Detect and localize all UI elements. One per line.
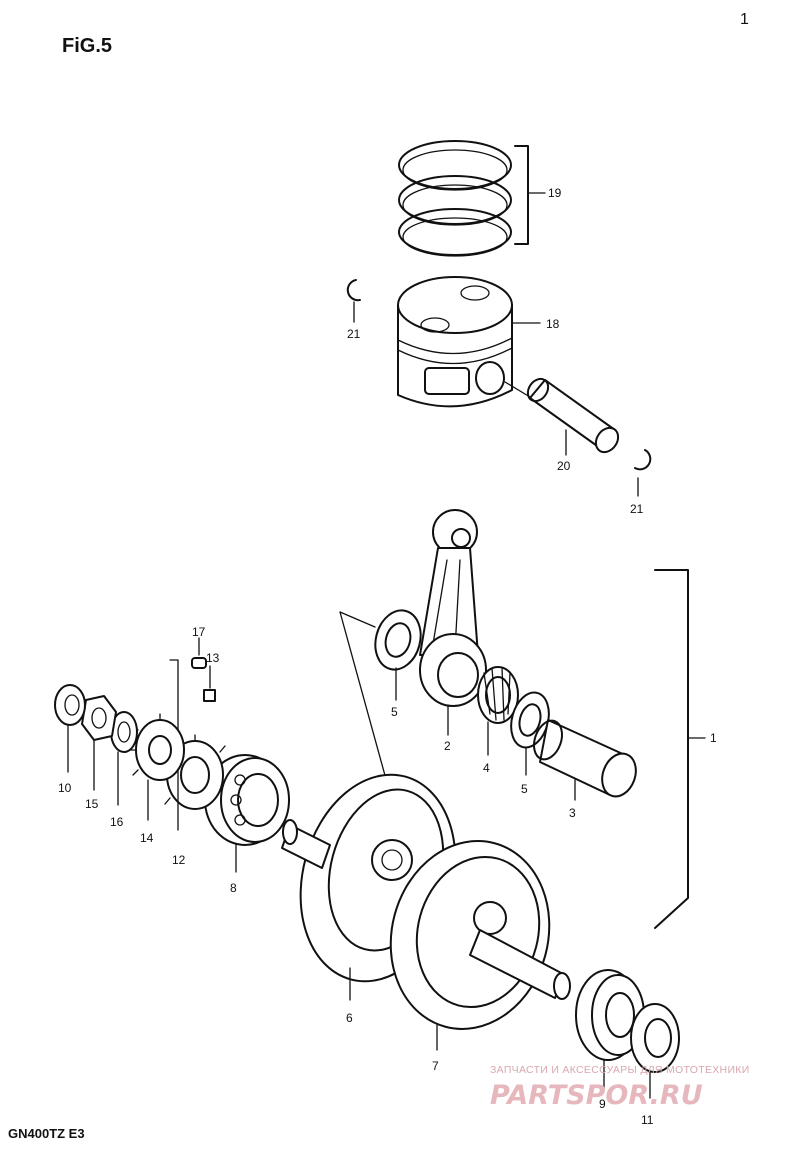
piston — [397, 276, 541, 408]
label-key: 13 — [206, 651, 220, 665]
crank-pin — [532, 719, 637, 801]
label-gear-large: 12 — [172, 853, 186, 867]
washer — [110, 711, 138, 806]
dowel-pin — [191, 637, 207, 669]
assembly-bracket — [654, 569, 706, 929]
oil-seal-right — [630, 1003, 680, 1099]
label-thrust-washer-upper: 5 — [391, 705, 398, 719]
label-oil-seal-left: 10 — [58, 781, 72, 795]
label-needle-bearing: 4 — [483, 761, 490, 775]
piston-rings — [398, 140, 546, 257]
label-connecting-rod: 2 — [444, 739, 451, 753]
oil-seal-left — [54, 684, 86, 773]
label-bearing-left: 8 — [230, 881, 237, 895]
watermark: ЗАПЧАСТИ И АКСЕССУАРЫ ДЛЯ МОТОТЕХНИКИ PA… — [490, 1064, 750, 1111]
label-gear-small: 14 — [140, 831, 154, 845]
figure-title: FiG.5 — [62, 35, 112, 57]
label-piston-pin: 20 — [557, 459, 571, 473]
connecting-rod — [419, 509, 487, 736]
thrust-washer-lower — [510, 691, 550, 776]
needle-bearing — [477, 666, 519, 756]
thrust-washer-upper — [374, 609, 422, 701]
model-code: GN400TZ E3 — [8, 1126, 85, 1141]
label-crank-pin: 3 — [569, 806, 576, 820]
label-oil-seal-right: 11 — [641, 1113, 654, 1127]
bearing-left — [204, 754, 290, 873]
circlip-left — [346, 279, 361, 323]
label-circlip-right: 21 — [630, 502, 644, 516]
piston-pin — [504, 377, 620, 456]
bearing-right — [575, 969, 645, 1091]
label-crankshaft-right: 7 — [432, 1059, 439, 1073]
crankshaft-right — [389, 840, 571, 1051]
page-mark: 1 — [740, 11, 749, 28]
label-dowel-pin: 17 — [192, 625, 206, 639]
label-crankshaft-left: 6 — [346, 1011, 353, 1025]
label-piston: 18 — [546, 317, 560, 331]
key — [203, 665, 216, 702]
label-washer: 16 — [110, 815, 124, 829]
label-crankshaft-assembly: 1 — [710, 731, 717, 745]
nut — [81, 695, 117, 791]
label-bearing-right: 9 — [599, 1097, 606, 1111]
label-circlip-left: 21 — [347, 327, 361, 341]
label-thrust-washer-lower: 5 — [521, 782, 528, 796]
circlip-right — [634, 449, 652, 497]
label-nut: 15 — [85, 797, 99, 811]
watermark-brand: PARTSPOR.RU — [490, 1080, 703, 1111]
gear-small — [129, 713, 185, 821]
watermark-subtitle: ЗАПЧАСТИ И АКСЕССУАРЫ ДЛЯ МОТОТЕХНИКИ — [490, 1064, 750, 1076]
label-piston-rings: 19 — [548, 186, 562, 200]
